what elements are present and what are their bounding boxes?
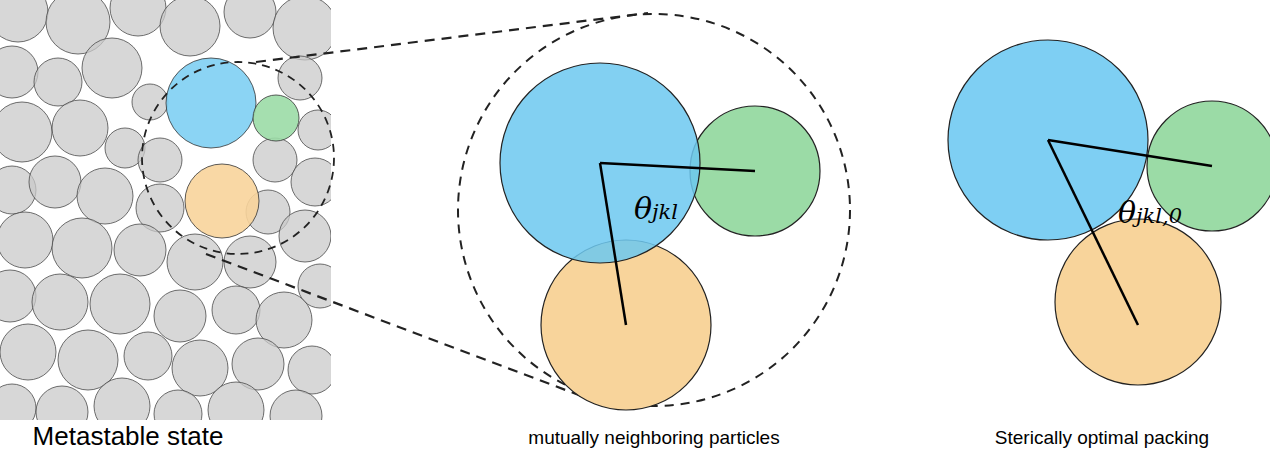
panel-caption: Metastable state [33, 422, 224, 451]
panel-caption: Sterically optimal packing [995, 428, 1209, 449]
angle-label: θjkl [634, 192, 678, 225]
packing-panel [0, 0, 331, 420]
angle-label: θjkl,0 [1118, 196, 1182, 229]
panel-caption: mutually neighboring particles [528, 428, 779, 449]
